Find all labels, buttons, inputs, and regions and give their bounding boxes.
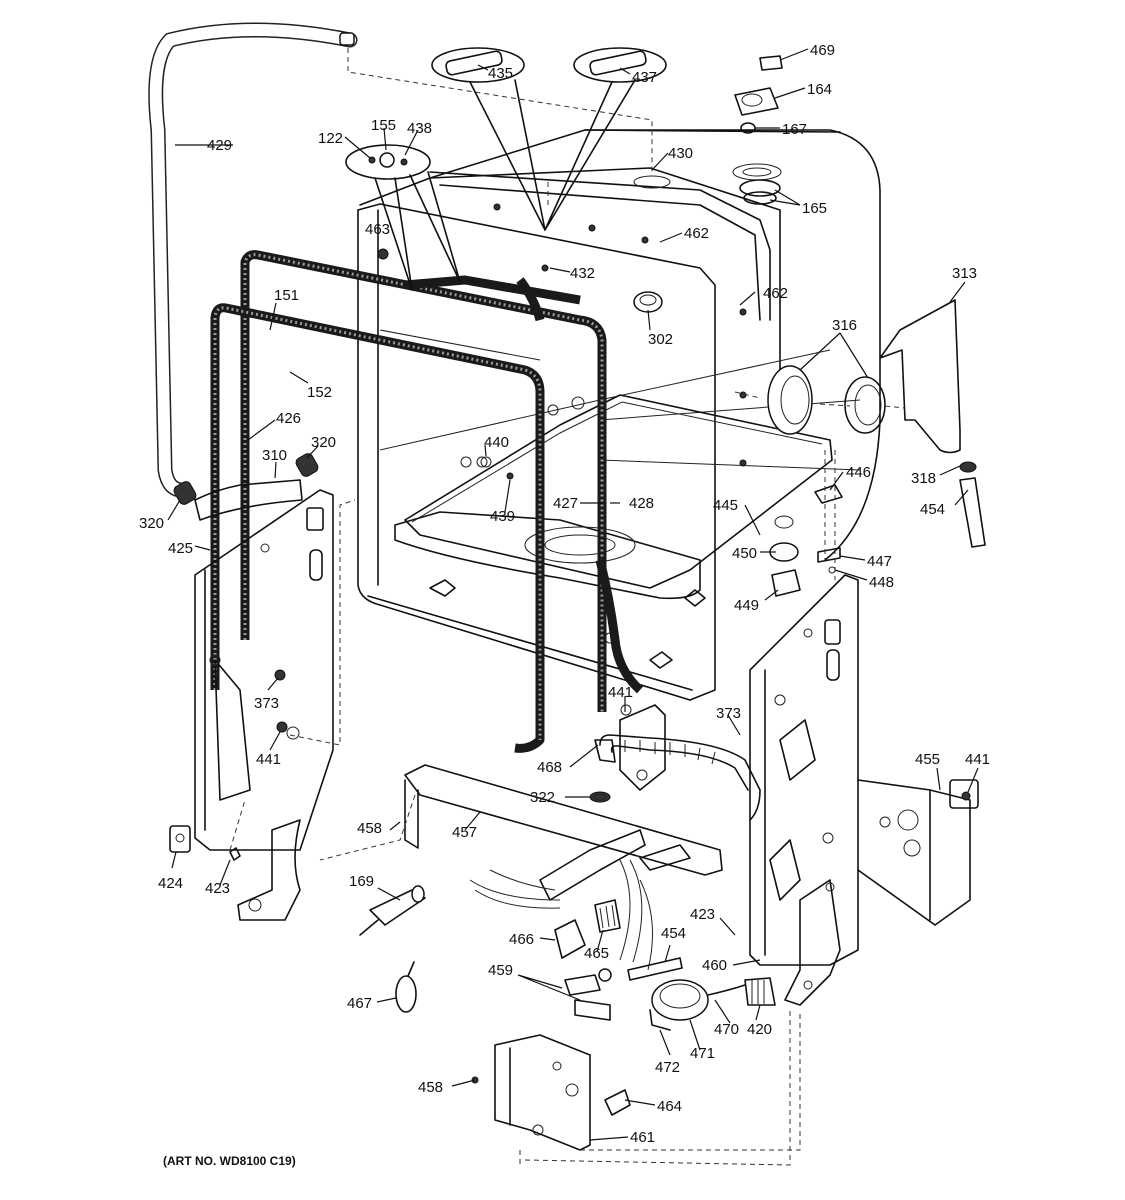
callout-427: 427 bbox=[553, 495, 578, 512]
leader-lines bbox=[167, 48, 979, 1141]
callout-465: 465 bbox=[584, 945, 609, 962]
component-169 bbox=[359, 885, 426, 936]
callout-471: 471 bbox=[690, 1045, 715, 1062]
callout-440: 440 bbox=[484, 434, 509, 451]
callout-435: 435 bbox=[488, 65, 513, 82]
callout-432: 432 bbox=[570, 265, 595, 282]
door-gaskets bbox=[210, 250, 644, 753]
side-panel-left bbox=[169, 479, 356, 921]
back-panel-455 bbox=[857, 779, 979, 926]
callout-458: 458 bbox=[357, 820, 382, 837]
callout-420: 420 bbox=[747, 1021, 772, 1038]
callout-437: 437 bbox=[632, 69, 657, 86]
callout-454: 454 bbox=[920, 501, 945, 518]
callout-labels: 469 164 167 435 437 430 165 429 122 155 … bbox=[139, 42, 990, 1168]
callout-445: 445 bbox=[713, 497, 738, 514]
callout-458: 458 bbox=[418, 1079, 443, 1096]
hose-429 bbox=[148, 22, 358, 498]
callout-425: 425 bbox=[168, 540, 193, 557]
callout-439: 439 bbox=[490, 508, 515, 525]
callout-313: 313 bbox=[952, 265, 977, 282]
strap-467 bbox=[395, 961, 417, 1013]
callout-472: 472 bbox=[655, 1059, 680, 1076]
callout-424: 424 bbox=[158, 875, 183, 892]
callout-423: 423 bbox=[205, 880, 230, 897]
hose-clamp-320 bbox=[173, 453, 319, 505]
callout-373: 373 bbox=[716, 705, 741, 722]
callout-429: 429 bbox=[207, 137, 232, 154]
callout-468: 468 bbox=[537, 759, 562, 776]
callout-426: 426 bbox=[276, 410, 301, 427]
callout-448: 448 bbox=[869, 574, 894, 591]
vent-assembly bbox=[734, 299, 986, 548]
callout-155: 155 bbox=[371, 117, 396, 134]
callout-441: 441 bbox=[965, 751, 990, 768]
callout-320: 320 bbox=[139, 515, 164, 532]
callout-320: 320 bbox=[311, 434, 336, 451]
callout-449: 449 bbox=[734, 597, 759, 614]
tub-assembly bbox=[357, 129, 881, 716]
callout-463: 463 bbox=[365, 221, 390, 238]
callout-466: 466 bbox=[509, 931, 534, 948]
callout-316: 316 bbox=[832, 317, 857, 334]
callout-455: 455 bbox=[915, 751, 940, 768]
callout-423: 423 bbox=[690, 906, 715, 923]
callout-169: 169 bbox=[349, 873, 374, 890]
callout-152: 152 bbox=[307, 384, 332, 401]
callout-470: 470 bbox=[714, 1021, 739, 1038]
callout-457: 457 bbox=[452, 824, 477, 841]
callout-450: 450 bbox=[732, 545, 757, 562]
base-bracket-457 bbox=[319, 764, 723, 876]
callout-441: 441 bbox=[256, 751, 281, 768]
callout-322: 322 bbox=[530, 789, 555, 806]
callout-459: 459 bbox=[488, 962, 513, 979]
side-panel-right bbox=[749, 574, 859, 1006]
callout-454: 454 bbox=[661, 925, 686, 942]
callout-167: 167 bbox=[782, 121, 807, 138]
callout-373: 373 bbox=[254, 695, 279, 712]
callout-462: 462 bbox=[763, 285, 788, 302]
callout-302: 302 bbox=[648, 331, 673, 348]
art-number: (ART NO. WD8100 C19) bbox=[163, 1154, 296, 1168]
callout-469: 469 bbox=[810, 42, 835, 59]
small-parts-top bbox=[345, 47, 843, 597]
callout-165: 165 bbox=[802, 200, 827, 217]
bracket-461 bbox=[471, 1010, 801, 1166]
callout-164: 164 bbox=[807, 81, 832, 98]
callout-447: 447 bbox=[867, 553, 892, 570]
callout-151: 151 bbox=[274, 287, 299, 304]
callout-467: 467 bbox=[347, 995, 372, 1012]
callout-430: 430 bbox=[668, 145, 693, 162]
callout-460: 460 bbox=[702, 957, 727, 974]
callout-428: 428 bbox=[629, 495, 654, 512]
callout-310: 310 bbox=[262, 447, 287, 464]
callout-461: 461 bbox=[630, 1129, 655, 1146]
callout-122: 122 bbox=[318, 130, 343, 147]
callout-441: 441 bbox=[608, 684, 633, 701]
pump-assembly bbox=[469, 704, 776, 1031]
callout-464: 464 bbox=[657, 1098, 682, 1115]
callout-438: 438 bbox=[407, 120, 432, 137]
callout-318: 318 bbox=[911, 470, 936, 487]
callout-462: 462 bbox=[684, 225, 709, 242]
drain-hose-468 bbox=[589, 734, 761, 821]
callout-446: 446 bbox=[846, 464, 871, 481]
